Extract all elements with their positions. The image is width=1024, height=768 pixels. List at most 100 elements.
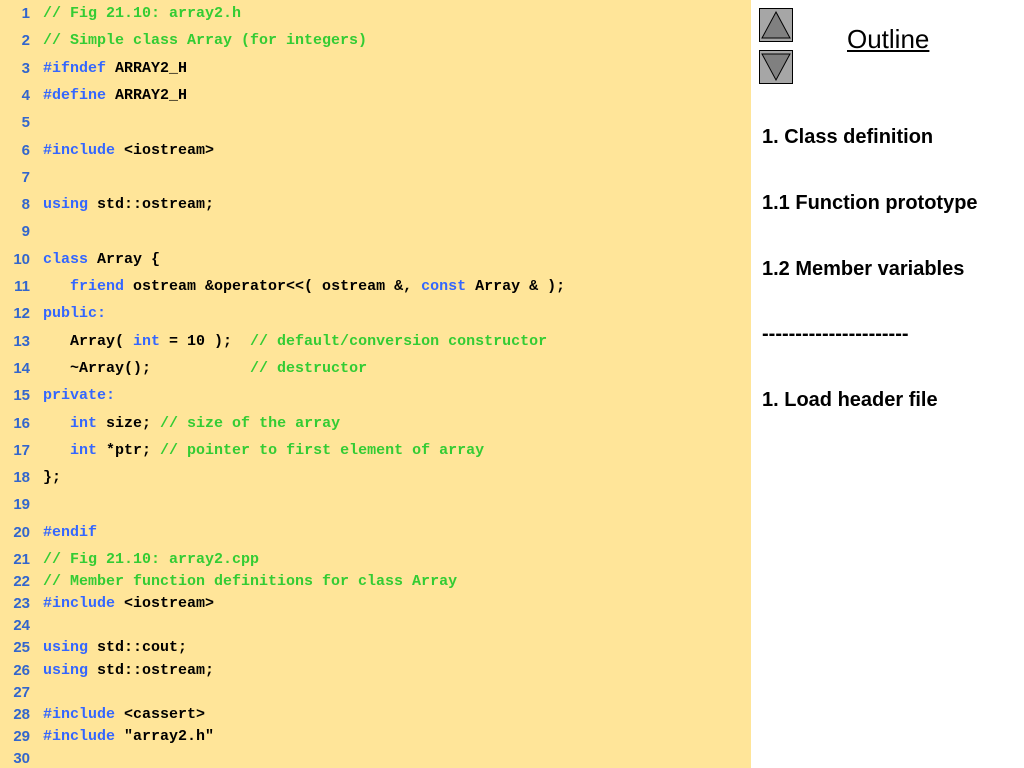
code-line: 22 // Member function definitions for cla…	[0, 571, 751, 593]
code-token	[43, 415, 70, 432]
line-number: 11	[14, 278, 30, 295]
code-text: #define ARRAY2_H	[43, 85, 187, 107]
code-line: 16 int size; // size of the array	[0, 413, 751, 435]
code-line: 24	[0, 615, 751, 637]
code-line: 30	[0, 748, 751, 768]
code-text: #include <iostream>	[43, 593, 214, 615]
code-text: // Fig 21.10: array2.h	[43, 3, 241, 25]
code-text: private:	[43, 385, 115, 407]
line-number: 14	[13, 359, 30, 377]
down-arrow-icon	[761, 53, 791, 82]
code-text: using std::ostream;	[43, 660, 214, 682]
line-number: 15	[13, 387, 30, 405]
code-line: 18};	[0, 467, 751, 489]
next-slide-button[interactable]	[759, 50, 793, 84]
code-keyword: #include	[43, 727, 125, 745]
line-number: 23	[13, 595, 30, 613]
code-keyword: int	[133, 332, 170, 350]
code-line: 9	[0, 221, 751, 243]
line-number: 12	[13, 305, 30, 323]
code-text: };	[43, 467, 61, 489]
code-token: ARRAY2_H	[115, 59, 188, 77]
code-text: #ifndef ARRAY2_H	[43, 58, 187, 80]
code-comment: // pointer to first element of array	[160, 441, 485, 459]
up-arrow-icon	[761, 10, 791, 39]
line-number: 6	[21, 141, 30, 159]
code-line: 3 #ifndef ARRAY2_H	[0, 58, 751, 80]
code-token: ostream &operator<<( ostream &,	[133, 278, 422, 295]
code-text: public:	[43, 303, 106, 325]
code-text: #include "array2.h"	[43, 726, 214, 748]
code-line: 19	[0, 494, 751, 516]
code-keyword: class	[43, 250, 98, 268]
code-line: 14 ~Array(); // destructor	[0, 358, 751, 380]
code-keyword: #include	[43, 705, 125, 723]
code-keyword: #include	[43, 595, 125, 613]
line-number: 3	[21, 59, 30, 77]
code-text: using std::cout;	[43, 637, 187, 659]
code-line: 17 int *ptr; // pointer to first element…	[0, 440, 751, 462]
code-text: #include <cassert>	[43, 704, 205, 726]
line-number: 7	[21, 168, 30, 186]
code-keyword: public:	[43, 305, 107, 323]
line-number: 4	[21, 86, 30, 104]
code-line: 28#include <cassert>	[0, 704, 751, 726]
code-token: std::cout;	[97, 639, 188, 657]
code-token: = 10 );	[169, 332, 251, 350]
code-panel: 1 // Fig 21.10: array2.h 2// Simple class …	[0, 0, 751, 768]
code-token: "array2.h"	[124, 727, 215, 745]
line-number: 22	[13, 573, 30, 591]
code-line: 13 Array( int = 10 ); // default/convers…	[0, 331, 751, 353]
code-token: <cassert>	[124, 705, 206, 723]
code-token: <iostream>	[124, 141, 215, 159]
code-comment: // Simple class Array (for integers)	[43, 32, 368, 50]
code-line: 20 #endif	[0, 522, 751, 544]
line-number: 8	[21, 196, 30, 214]
outline-separator: ----------------------	[762, 323, 909, 345]
code-token: Array(	[43, 332, 134, 350]
code-token: ~Array();	[43, 359, 251, 377]
line-number: 24	[13, 617, 30, 635]
code-token: <iostream>	[124, 595, 215, 613]
code-keyword: const	[421, 278, 476, 295]
code-token: Array & );	[475, 278, 566, 295]
code-line: 6 #include <iostream>	[0, 140, 751, 162]
code-line: 4 #define ARRAY2_H	[0, 85, 751, 107]
code-line: 2// Simple class Array (for integers)	[0, 30, 751, 52]
line-number: 17	[13, 441, 30, 459]
previous-slide-button[interactable]	[759, 8, 793, 42]
code-text: ~Array(); // destructor	[43, 358, 367, 380]
outline-item-member-variables: 1.2 Member variables	[762, 258, 965, 280]
code-text: // Member function definitions for class…	[43, 571, 457, 593]
line-number: 25	[13, 639, 30, 657]
code-keyword: #include	[43, 141, 125, 159]
code-text: #endif	[43, 522, 97, 544]
code-token: Array {	[97, 250, 161, 268]
code-line: 21// Fig 21.10: array2.cpp	[0, 549, 751, 571]
code-comment: // default/conversion constructor	[250, 332, 548, 350]
code-text: int *ptr; // pointer to first element of…	[43, 440, 484, 462]
code-token: };	[43, 469, 62, 487]
outline-title: Outline	[847, 24, 930, 54]
code-token: ARRAY2_H	[115, 86, 188, 104]
code-text: #include <iostream>	[43, 140, 214, 162]
line-number: 1	[21, 5, 30, 22]
code-token	[43, 442, 70, 459]
code-keyword: #define	[43, 86, 116, 104]
code-token: *ptr;	[106, 441, 161, 459]
code-token: size;	[106, 414, 161, 432]
line-number: 30	[13, 749, 30, 767]
line-number: 20	[13, 523, 30, 541]
code-line: 25 using std::cout;	[0, 637, 751, 659]
code-line: 23 #include <iostream>	[0, 593, 751, 615]
code-text: class Array {	[43, 249, 160, 271]
code-keyword: using	[43, 639, 98, 657]
outline-item-load-header-file: 1. Load header file	[762, 389, 938, 411]
line-number: 26	[13, 661, 30, 679]
code-keyword: int	[70, 441, 107, 459]
code-text: friend ostream &operator<<( ostream &, c…	[43, 276, 565, 298]
code-keyword: #ifndef	[43, 59, 116, 77]
code-line: 26 using std::ostream;	[0, 660, 751, 682]
